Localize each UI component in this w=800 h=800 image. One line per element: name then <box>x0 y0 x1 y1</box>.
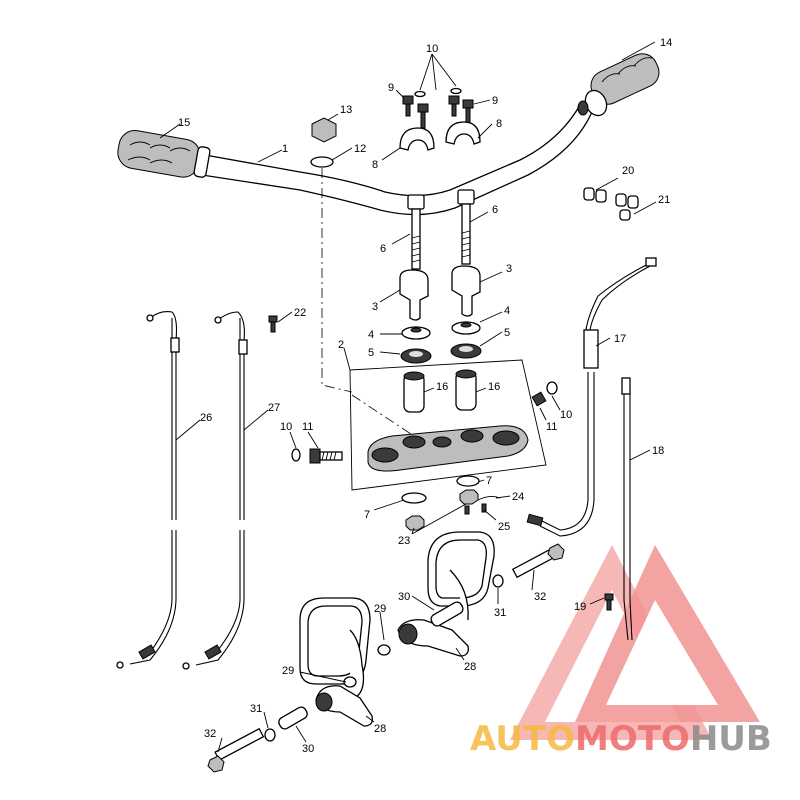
label-31b: 31 <box>250 703 262 715</box>
label-13: 13 <box>340 104 352 116</box>
callout-labels: 1 2 3 3 4 4 5 5 6 6 7 7 8 8 9 9 10 10 10… <box>178 37 672 755</box>
label-10c: 10 <box>560 409 572 421</box>
label-7b: 7 <box>486 475 492 487</box>
label-3a: 3 <box>372 301 378 313</box>
upper-bushings <box>401 321 481 340</box>
riser-right <box>451 265 481 317</box>
screw-22 <box>268 315 278 333</box>
label-27: 27 <box>268 402 280 414</box>
pin-30-upper <box>430 601 464 627</box>
nut-23-left <box>405 515 425 531</box>
label-21: 21 <box>658 194 670 206</box>
label-11a: 11 <box>302 421 313 433</box>
label-4b: 4 <box>504 305 510 317</box>
label-9b: 9 <box>492 95 498 107</box>
watermark-logo <box>510 545 760 740</box>
rubber-mounts <box>403 369 477 413</box>
label-6b: 6 <box>492 204 498 216</box>
label-28b: 28 <box>374 723 386 735</box>
label-4a: 4 <box>368 329 374 341</box>
clamp-top-left <box>399 127 435 151</box>
cable-17 <box>526 257 657 537</box>
lower-washers <box>400 343 482 364</box>
label-14: 14 <box>660 37 672 49</box>
mirror-left <box>299 597 371 701</box>
label-8b: 8 <box>496 118 502 130</box>
label-11b: 11 <box>546 421 557 433</box>
label-24: 24 <box>512 491 524 503</box>
leader-lines <box>159 41 657 753</box>
label-28a: 28 <box>464 661 476 673</box>
label-15: 15 <box>178 117 190 129</box>
watermark-moto: MOTO <box>575 719 690 759</box>
nut-23-right <box>459 489 479 505</box>
riser-bolts <box>407 189 475 270</box>
riser-left <box>399 269 429 321</box>
label-30b: 30 <box>302 743 314 755</box>
label-23: 23 <box>398 535 410 547</box>
watermark-auto: AUTO <box>470 719 575 759</box>
bolt-32-lower <box>207 727 265 773</box>
label-9a: 9 <box>388 82 394 94</box>
label-29a: 29 <box>374 603 386 615</box>
label-7a: 7 <box>364 509 370 521</box>
label-1: 1 <box>282 143 288 155</box>
label-17: 17 <box>614 333 626 345</box>
label-10b: 10 <box>280 421 292 433</box>
screw-19 <box>604 593 614 611</box>
bolt-11-left <box>291 448 343 464</box>
clamp-top-right <box>445 121 481 145</box>
watermark-hub: HUB <box>690 719 772 759</box>
label-10a: 10 <box>426 43 438 55</box>
label-5b: 5 <box>504 327 510 339</box>
washer-12 <box>310 156 334 168</box>
label-29b: 29 <box>282 665 294 677</box>
washer-31-lower <box>264 728 276 742</box>
label-20: 20 <box>622 165 634 177</box>
washer-7-left <box>401 492 427 504</box>
spacer-29-right <box>377 644 391 656</box>
screws-25 <box>464 503 487 515</box>
left-grip <box>117 130 211 178</box>
arm-28-left-boss <box>315 692 333 712</box>
triple-clamp-box <box>349 359 547 491</box>
label-2: 2 <box>338 339 344 351</box>
label-26: 26 <box>200 412 212 424</box>
mirror-right <box>427 531 495 621</box>
washer-7-right <box>456 475 480 487</box>
nut-13 <box>311 117 337 143</box>
top-clamp-bolts <box>402 87 474 129</box>
watermark-text: AUTOMOTOHUB <box>470 719 772 759</box>
label-31a: 31 <box>494 607 506 619</box>
bolt-32-upper <box>511 543 565 579</box>
pin-30-lower <box>278 706 308 730</box>
label-25: 25 <box>498 521 510 533</box>
label-6a: 6 <box>380 243 386 255</box>
label-32b: 32 <box>204 728 216 740</box>
bolt-11-right <box>531 381 558 407</box>
label-5a: 5 <box>368 347 374 359</box>
label-16b: 16 <box>488 381 500 393</box>
handlebar <box>201 104 593 216</box>
right-grip <box>577 53 660 117</box>
arm-28-right-boss <box>398 623 418 645</box>
cable-27 <box>182 311 248 670</box>
triple-clamp-holes <box>371 429 520 463</box>
label-16a: 16 <box>436 381 448 393</box>
clips-20-21 <box>583 187 639 221</box>
washer-31-upper <box>492 574 504 588</box>
label-3b: 3 <box>506 263 512 275</box>
label-12: 12 <box>354 143 366 155</box>
cable-18 <box>621 377 633 641</box>
label-32a: 32 <box>534 591 546 603</box>
label-8a: 8 <box>372 159 378 171</box>
cable-26 <box>116 311 180 669</box>
label-18: 18 <box>652 445 664 457</box>
label-19: 19 <box>574 601 586 613</box>
label-22: 22 <box>294 307 306 319</box>
label-30a: 30 <box>398 591 410 603</box>
center-dashline <box>321 168 421 441</box>
